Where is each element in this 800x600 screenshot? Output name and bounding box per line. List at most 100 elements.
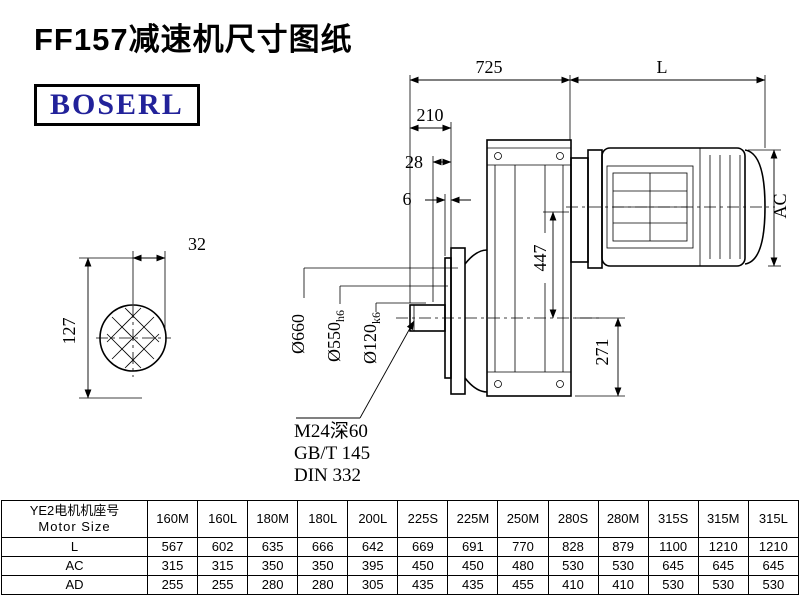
output-flange xyxy=(444,247,488,395)
dim-6-label: 6 xyxy=(403,189,412,209)
table-cell-L-225M: 691 xyxy=(447,537,499,557)
dim-271-label: 271 xyxy=(592,339,612,366)
table-cell-AC-160M: 315 xyxy=(146,556,199,576)
dia-flange-label: Ø660 xyxy=(288,314,308,354)
dimension-447: 447 xyxy=(530,211,569,319)
dimension-271: 271 xyxy=(575,317,625,397)
table-cell-AD-160M: 255 xyxy=(146,575,199,595)
column-header-180M: 180M xyxy=(247,500,299,538)
table-cell-L-180L: 666 xyxy=(297,537,349,557)
dim-L-label: L xyxy=(657,57,668,77)
gearbox-dimension-drawing: 32 127 xyxy=(59,57,790,486)
table-cell-AD-225S: 435 xyxy=(397,575,449,595)
header-en: Motor Size xyxy=(38,519,111,534)
dimension-28: 28 xyxy=(405,152,452,302)
table-cell-AC-315L: 645 xyxy=(747,556,800,576)
table-cell-AD-160L: 255 xyxy=(197,575,249,595)
table-cell-AC-160L: 315 xyxy=(197,556,249,576)
dim-127-label: 127 xyxy=(59,318,79,345)
column-header-280S: 280S xyxy=(547,500,599,538)
table-cell-L-180M: 635 xyxy=(247,537,299,557)
dimension-32: 32 xyxy=(132,234,206,331)
table-cell-AD-250M: 455 xyxy=(497,575,549,595)
table-cell-AD-200L: 305 xyxy=(347,575,399,595)
table-cell-AC-280M: 530 xyxy=(597,556,649,576)
dimension-127: 127 xyxy=(59,257,142,399)
header-cn: YE2电机机座号 xyxy=(29,503,120,519)
page-title: FF157减速机尺寸图纸 xyxy=(34,22,353,57)
dim-AC-label: AC xyxy=(770,193,790,218)
note-din-standard: DIN 332 xyxy=(294,465,361,486)
dimension-210: 210 xyxy=(409,105,452,248)
column-header-160L: 160L xyxy=(197,500,249,538)
dia-spigot-value: Ø550 xyxy=(324,322,344,362)
dia-spigot-tolerance: h6 xyxy=(333,310,347,322)
gearbox-housing xyxy=(486,139,572,397)
dim-210-label: 210 xyxy=(417,105,444,125)
table-cell-AC-180L: 350 xyxy=(297,556,349,576)
column-header-250M: 250M xyxy=(497,500,549,538)
column-header-315M: 315M xyxy=(697,500,749,538)
note-gb-standard: GB/T 145 xyxy=(294,443,370,464)
shaft-tap-note: M24深60 GB/T 145 DIN 332 xyxy=(294,320,415,486)
table-cell-L-315L: 1210 xyxy=(747,537,800,557)
note-tap: M24深60 xyxy=(294,420,368,442)
table-cell-L-280M: 879 xyxy=(597,537,649,557)
table-cell-AD-180L: 280 xyxy=(297,575,349,595)
table-cell-AC-315M: 645 xyxy=(697,556,749,576)
column-header-160M: 160M xyxy=(146,500,199,538)
row-label-L: L xyxy=(1,537,148,557)
flange-diameter-labels: Ø660 Ø550h6 Ø120k6 xyxy=(288,267,458,364)
table-cell-AC-315S: 645 xyxy=(647,556,699,576)
brand-logo: BOSERL xyxy=(34,84,200,126)
column-header-315L: 315L xyxy=(747,500,800,538)
table-corner-header: YE2电机机座号 Motor Size xyxy=(1,500,148,538)
table-cell-AC-280S: 530 xyxy=(547,556,599,576)
dim-447-label: 447 xyxy=(530,245,550,272)
table-cell-L-280S: 828 xyxy=(547,537,599,557)
column-header-180L: 180L xyxy=(297,500,349,538)
column-header-200L: 200L xyxy=(347,500,399,538)
dim-725-label: 725 xyxy=(476,57,503,77)
dim-28-label: 28 xyxy=(405,152,423,172)
table-cell-L-315S: 1100 xyxy=(647,537,699,557)
row-label-AC: AC xyxy=(1,556,148,576)
table-cell-AC-225M: 450 xyxy=(447,556,499,576)
table-cell-AD-280M: 410 xyxy=(597,575,649,595)
shaft-end-view xyxy=(96,304,171,377)
dia-shaft-tolerance: k6 xyxy=(369,312,383,324)
table-cell-L-160L: 602 xyxy=(197,537,249,557)
table-cell-L-315M: 1210 xyxy=(697,537,749,557)
dia-spigot-label: Ø550h6 xyxy=(324,310,347,362)
table-cell-AC-200L: 395 xyxy=(347,556,399,576)
table-cell-AD-315M: 530 xyxy=(697,575,749,595)
table-cell-AD-315L: 530 xyxy=(747,575,800,595)
table-cell-L-250M: 770 xyxy=(497,537,549,557)
table-cell-AD-225M: 435 xyxy=(447,575,499,595)
column-header-315S: 315S xyxy=(647,500,699,538)
table-cell-L-225S: 669 xyxy=(397,537,449,557)
dia-shaft-label: Ø120k6 xyxy=(360,312,383,364)
output-shaft xyxy=(396,304,600,332)
row-label-AD: AD xyxy=(1,575,148,595)
table-cell-L-200L: 642 xyxy=(347,537,399,557)
column-header-225M: 225M xyxy=(447,500,499,538)
table-cell-L-160M: 567 xyxy=(146,537,199,557)
table-cell-AD-180M: 280 xyxy=(247,575,299,595)
dimension-6: 6 xyxy=(403,189,471,256)
column-header-225S: 225S xyxy=(397,500,449,538)
table-cell-AC-250M: 480 xyxy=(497,556,549,576)
table-cell-AD-315S: 530 xyxy=(647,575,699,595)
motor xyxy=(566,147,775,269)
dimension-725: 725 xyxy=(409,57,571,303)
dia-shaft-value: Ø120 xyxy=(360,324,380,364)
table-cell-AC-225S: 450 xyxy=(397,556,449,576)
dimension-AC: AC xyxy=(748,149,790,267)
dim-32-label: 32 xyxy=(188,234,206,254)
